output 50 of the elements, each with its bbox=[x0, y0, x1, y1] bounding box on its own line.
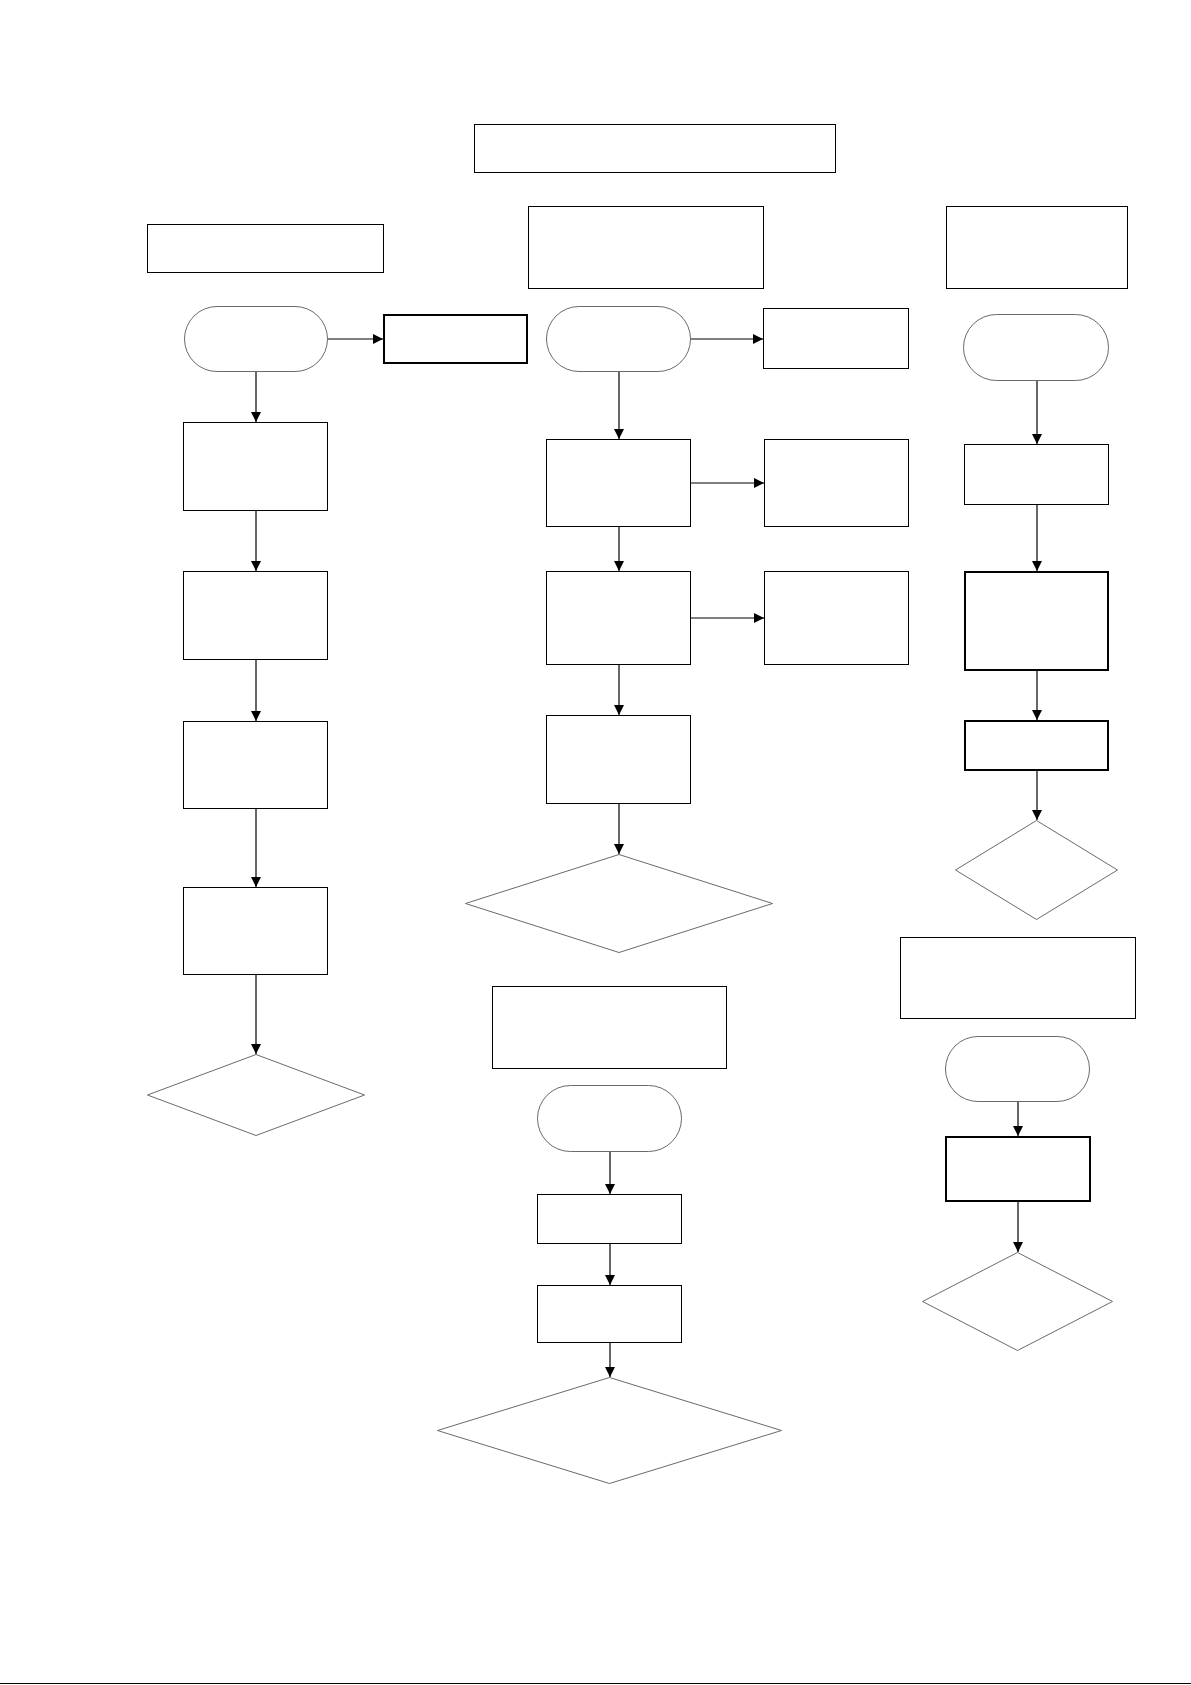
arrow bbox=[614, 526, 624, 572]
process-box bbox=[528, 206, 764, 289]
arrow bbox=[1013, 1101, 1023, 1137]
arrow bbox=[251, 808, 261, 888]
arrow bbox=[1032, 504, 1042, 572]
process-box bbox=[546, 439, 691, 527]
arrow bbox=[1032, 770, 1042, 821]
process-box bbox=[945, 1136, 1091, 1202]
process-box bbox=[763, 308, 909, 369]
process-box bbox=[900, 937, 1136, 1019]
arrow bbox=[1032, 670, 1042, 721]
process-box bbox=[474, 124, 836, 173]
process-box bbox=[546, 571, 691, 665]
arrow bbox=[251, 371, 261, 423]
process-box bbox=[183, 422, 328, 511]
arrow bbox=[614, 803, 624, 855]
arrow bbox=[690, 613, 765, 623]
decision-diamond bbox=[147, 1054, 365, 1136]
decision-diamond bbox=[437, 1377, 782, 1484]
arrow bbox=[605, 1243, 615, 1286]
process-box bbox=[383, 314, 528, 364]
process-box bbox=[183, 721, 328, 809]
process-box bbox=[964, 444, 1109, 505]
arrow bbox=[1032, 380, 1042, 445]
process-box bbox=[183, 887, 328, 975]
process-box bbox=[764, 571, 909, 665]
decision-diamond bbox=[922, 1252, 1113, 1351]
arrow bbox=[690, 478, 765, 488]
arrow bbox=[614, 664, 624, 716]
arrow bbox=[605, 1151, 615, 1195]
process-box bbox=[964, 720, 1109, 771]
arrow bbox=[251, 510, 261, 572]
process-box bbox=[546, 715, 691, 804]
arrow bbox=[251, 659, 261, 722]
process-box bbox=[764, 439, 909, 527]
arrow bbox=[251, 974, 261, 1055]
process-box bbox=[537, 1194, 682, 1244]
process-box bbox=[492, 986, 727, 1069]
arrow bbox=[690, 334, 764, 344]
process-box bbox=[537, 1285, 682, 1343]
arrow bbox=[605, 1342, 615, 1378]
process-box bbox=[946, 206, 1128, 289]
arrow bbox=[614, 371, 624, 440]
arrow bbox=[327, 334, 384, 344]
arrow bbox=[1013, 1201, 1023, 1253]
process-box bbox=[183, 571, 328, 660]
process-box bbox=[147, 224, 384, 273]
decision-diamond bbox=[955, 820, 1118, 920]
process-box bbox=[964, 571, 1109, 671]
decision-diamond bbox=[465, 854, 773, 953]
